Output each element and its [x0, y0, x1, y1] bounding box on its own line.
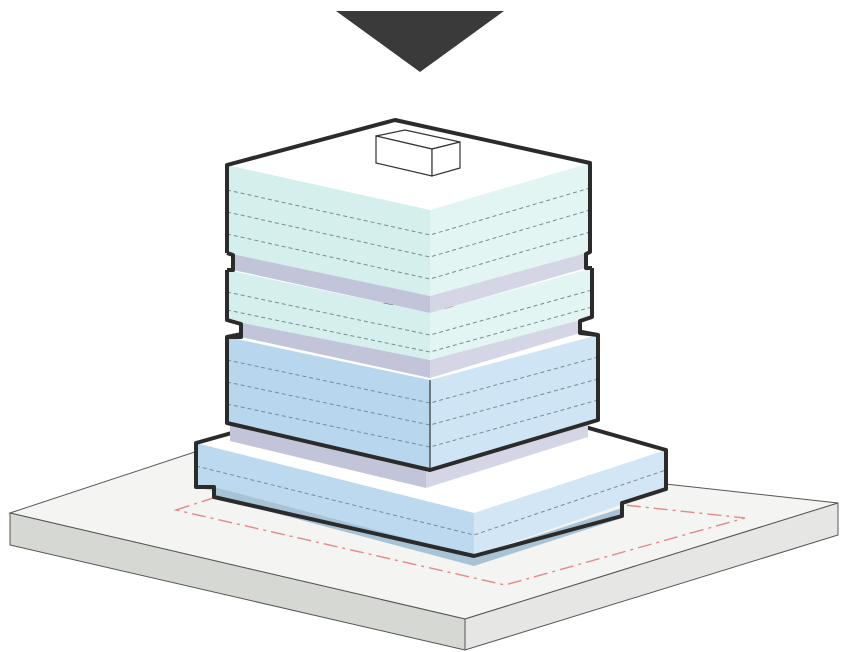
- podium-base-recess: [214, 487, 622, 566]
- down-arrow-icon: [336, 11, 504, 72]
- podium-left-face: [196, 443, 474, 556]
- gap-floor-3: [233, 252, 586, 313]
- rooftop-unit-icon: [375, 129, 461, 177]
- top-block-right-face: [430, 163, 590, 296]
- middle-block-left-face: [227, 270, 430, 360]
- top-block-left-face: [227, 165, 430, 296]
- middle-tower-block: [225, 268, 599, 360]
- middle-block-right-face: [430, 268, 592, 360]
- gap-floor-2: [241, 317, 580, 378]
- site-slab-right-face: [464, 502, 839, 651]
